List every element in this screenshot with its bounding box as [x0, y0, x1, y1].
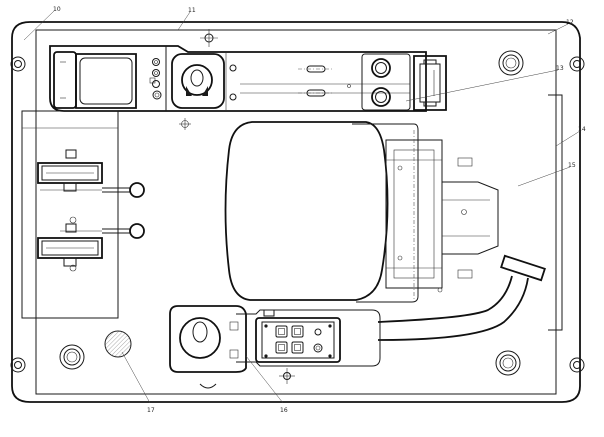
joystick-knob-upper: [171, 53, 225, 109]
corner-mount-holes: [10, 56, 585, 373]
left-slide-panel: [21, 110, 145, 319]
connector-group: [361, 53, 447, 111]
grommet-bottom-left: [59, 344, 85, 370]
hatched-grip-ball: [104, 330, 132, 358]
crosshair-bottom: [279, 368, 295, 384]
crosshair-mid-left: [179, 118, 191, 130]
cable-hose: [377, 254, 546, 341]
crosshair-top: [200, 29, 218, 47]
callout-14: 14: [578, 126, 586, 133]
callout-12: 12: [566, 19, 574, 26]
upper-control-bracket: [49, 45, 427, 112]
callout-13: 13: [556, 65, 564, 72]
seat-slide-mechanism: [352, 123, 499, 303]
callout-11: 11: [188, 7, 196, 14]
bottom-notch: [199, 383, 217, 389]
grommet-bottom-right: [495, 350, 521, 376]
callout-16: 16: [280, 407, 288, 414]
joystick-module-upper: [53, 51, 162, 109]
lower-control-module: [169, 305, 381, 373]
callout-15: 15: [568, 162, 576, 169]
leader-lines: [23, 10, 581, 404]
base-plate: [11, 21, 581, 403]
callout-10: 10: [53, 6, 61, 13]
grommet-top-right: [498, 50, 524, 76]
callout-17: 17: [147, 407, 155, 414]
seat-cushion: [224, 121, 389, 301]
